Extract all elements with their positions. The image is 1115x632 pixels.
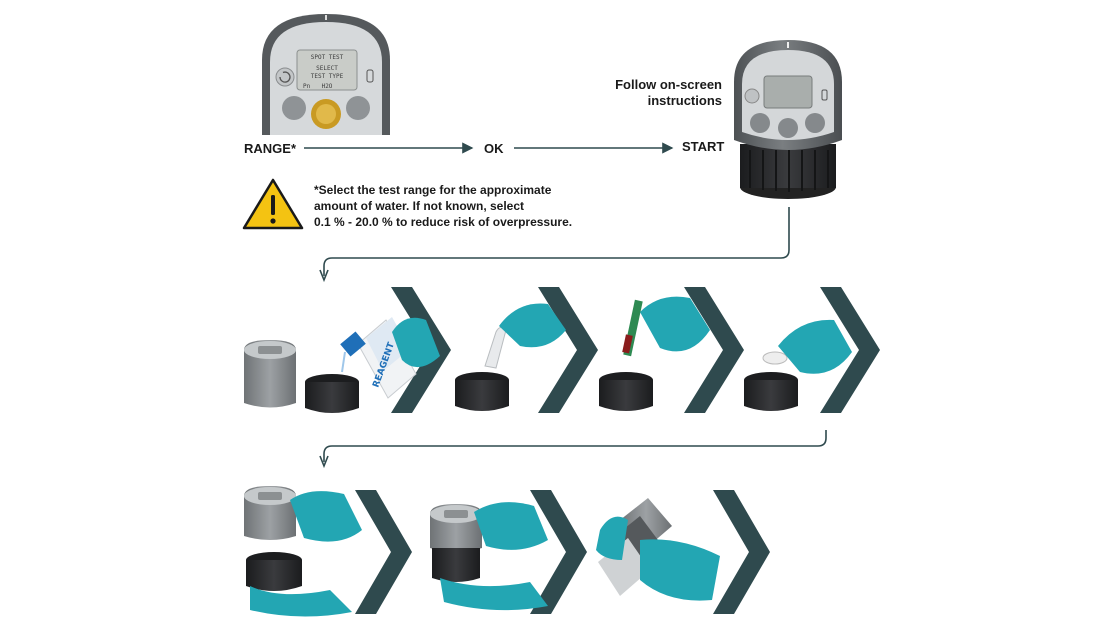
warning-triangle-icon [242, 178, 304, 230]
screen-line-2: SELECT [316, 65, 338, 72]
chevron-icon [820, 287, 880, 413]
row-connectors [319, 207, 827, 469]
syringe-step-icon [622, 296, 710, 357]
right-button[interactable] [346, 96, 370, 120]
warning-line-1: *Select the test range for the approxima… [314, 183, 552, 197]
ok-label: OK [484, 141, 504, 156]
screen-line-3: TEST TYPE [311, 73, 344, 80]
follow-instructions-line-1: Follow on-screen [615, 77, 722, 92]
add-reagent-step-icon: REAGENT [340, 317, 440, 399]
meter-start [734, 40, 842, 199]
screen-bottom-center: H2O [322, 83, 333, 90]
chevron-icon [355, 490, 412, 614]
cycle-icon [275, 67, 295, 87]
battery-icon [366, 69, 374, 83]
dropper-step-icon [484, 303, 566, 369]
range-label: RANGE* [244, 141, 297, 156]
follow-instructions-line-2: instructions [647, 93, 722, 108]
chevron-icon [391, 287, 451, 413]
warning-note: *Select the test range for the approxima… [314, 182, 572, 230]
chevron-icon [530, 490, 587, 614]
left-button[interactable] [282, 96, 306, 120]
chevron-icon [538, 287, 598, 413]
device-and-cap-icon [244, 340, 359, 413]
screen-line-1: SPOT TEST [311, 54, 344, 61]
open-caps [455, 372, 798, 411]
attach-cap-step-icon [244, 486, 362, 617]
warning-line-2: amount of water. If not known, select [314, 199, 525, 213]
meter-face-closeup: SPOT TEST SELECT TEST TYPE Pn H2O [262, 14, 390, 135]
close-tight-step-icon [430, 502, 548, 611]
place-cup-step-icon [762, 319, 852, 374]
chevron-icon [713, 490, 770, 614]
step-chevrons [355, 287, 880, 614]
chevron-icon [684, 287, 744, 413]
shake-step-icon [596, 498, 720, 601]
warning-line-3: 0.1 % - 20.0 % to reduce risk of overpre… [314, 215, 573, 229]
start-label: START [682, 139, 725, 154]
screen-left-small: Pn [303, 83, 311, 90]
